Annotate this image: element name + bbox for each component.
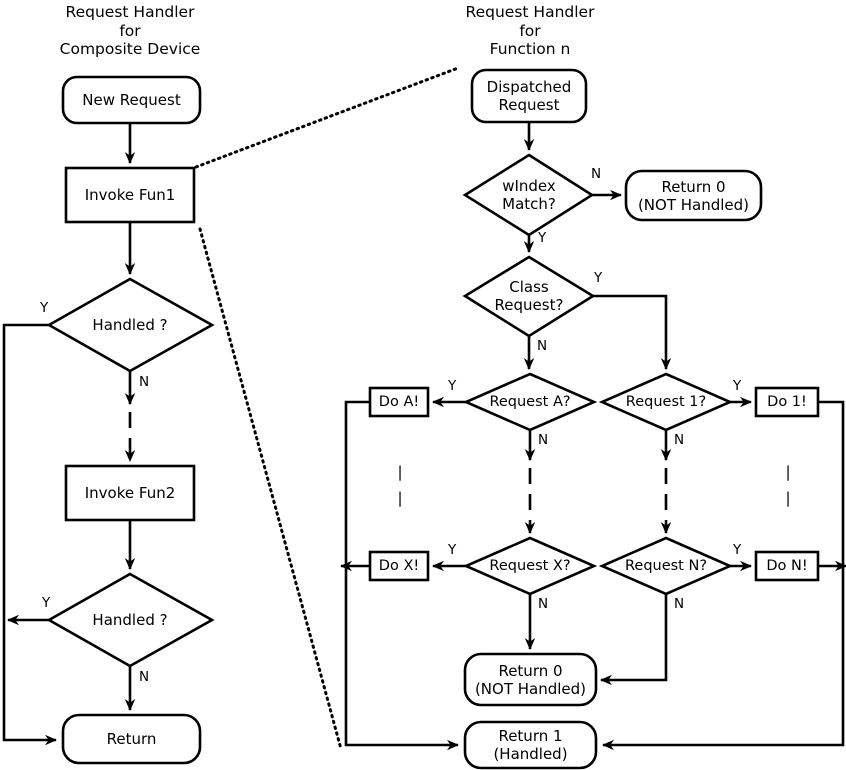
node-new-request xyxy=(61,75,202,125)
node-new-request-label: New Request xyxy=(82,91,181,109)
label-handled1-no: N xyxy=(139,374,150,390)
ellipsis-right-mark: | | xyxy=(785,463,791,507)
node-request-a-label: Request A? xyxy=(489,394,571,410)
label-windex-no: N xyxy=(591,166,602,182)
node-return-1 xyxy=(463,720,598,770)
node-class-request-label: Class Request? xyxy=(494,278,564,314)
node-do-x-label: Do X! xyxy=(378,558,420,574)
node-invoke-fun2-label: Invoke Fun2 xyxy=(84,484,176,502)
label-class-no: N xyxy=(537,338,548,354)
label-windex-yes: Y xyxy=(538,230,547,246)
label-handled1-yes: Y xyxy=(40,300,49,316)
node-do-a-label: Do A! xyxy=(378,394,420,410)
label-reqn-no: N xyxy=(674,596,685,612)
node-do-1-label: Do 1! xyxy=(767,394,807,410)
title-left-column: Request Handler for Composite Device xyxy=(59,3,201,58)
dotted-link-bottom xyxy=(198,227,343,751)
dotted-link-top xyxy=(194,66,460,169)
node-handled-2-label: Handled ? xyxy=(92,611,168,629)
node-handled-1-label: Handled ? xyxy=(92,316,168,334)
node-do-n-label: Do N! xyxy=(766,558,808,574)
label-reqx-yes: Y xyxy=(448,542,457,558)
node-dispatched-request-label: Dispatched Request xyxy=(486,78,572,114)
edge-reqn-no-to-return0 xyxy=(600,594,668,686)
label-handled2-yes: Y xyxy=(42,595,51,611)
label-handled2-no: N xyxy=(139,669,150,685)
node-invoke-fun1-label: Invoke Fun1 xyxy=(84,186,176,204)
node-request-x-label: Request X? xyxy=(489,558,571,574)
edge-class-yes xyxy=(593,294,672,370)
label-req1-yes: Y xyxy=(733,378,742,394)
edge-do1-to-right-rail xyxy=(602,400,845,751)
node-return-0-top xyxy=(624,169,763,222)
label-class-yes: Y xyxy=(594,270,603,286)
label-req1-no: N xyxy=(674,432,685,448)
label-reqn-yes: Y xyxy=(733,542,742,558)
title-right-column: Request Handler for Function n xyxy=(465,3,595,58)
node-return-0-bottom xyxy=(463,652,598,707)
ellipsis-left-mark: | | xyxy=(397,463,403,507)
label-reqa-yes: Y xyxy=(448,378,457,394)
edge-handled1-yes-to-return xyxy=(2,323,57,746)
node-return-0-bottom-label: Return 0 (NOT Handled) xyxy=(474,661,587,698)
node-request-n-label: Request N? xyxy=(624,558,708,574)
label-reqx-no: N xyxy=(538,596,549,612)
node-return-label: Return xyxy=(106,730,157,748)
edge-doa-to-left-rail xyxy=(344,400,459,751)
node-windex-match-label: wIndex Match? xyxy=(502,177,556,213)
node-request-1-label: Request 1? xyxy=(625,394,707,410)
node-return-1-label: Return 1 (Handled) xyxy=(493,727,568,763)
node-return-0-top-label: Return 0 (NOT Handled) xyxy=(637,177,750,214)
label-reqa-no: N xyxy=(538,432,549,448)
node-return xyxy=(61,713,202,765)
